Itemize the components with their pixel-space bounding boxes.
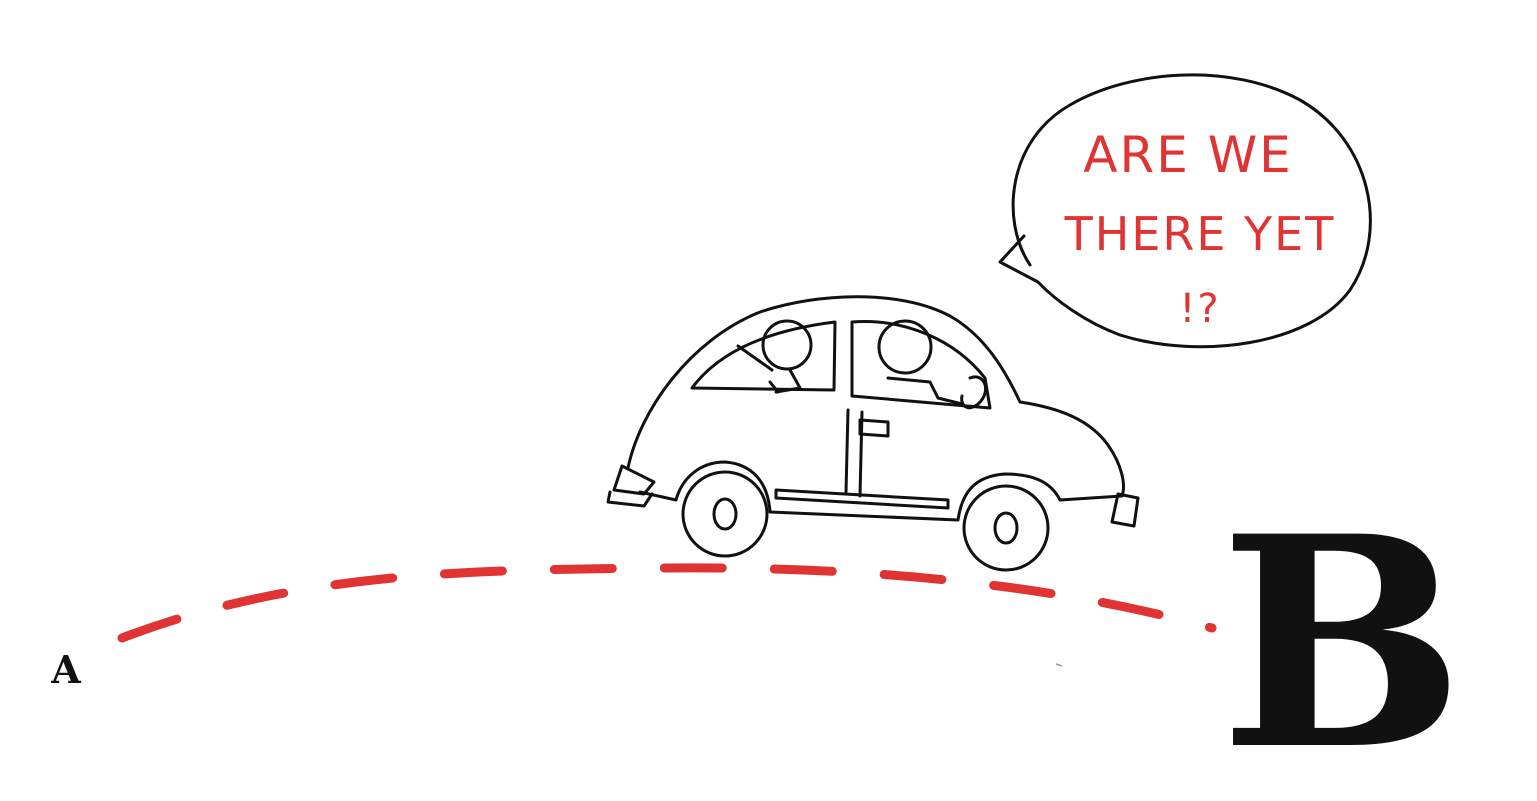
bubble-text-line1: ARE WE	[1083, 126, 1292, 184]
dashed-route-path	[117, 563, 1217, 643]
car-door	[844, 408, 864, 498]
car-rear-window	[690, 320, 837, 392]
car-rear-bumper	[1110, 492, 1140, 528]
car-front-window	[850, 320, 992, 410]
driver-arm	[886, 376, 964, 406]
passenger-arm	[736, 344, 780, 394]
bubble-text-line3: !?	[1179, 286, 1220, 332]
start-label-a: A	[50, 647, 81, 692]
car-front-wheel	[962, 484, 1050, 572]
steering-wheel	[960, 375, 988, 410]
car-door-handle	[858, 418, 890, 438]
car-front-bumper	[612, 464, 656, 496]
speech-bubble-icon: ARE WE THERE YET !?	[998, 73, 1372, 349]
car-rear-wheel	[681, 470, 769, 558]
bubble-text-line2: THERE YET	[1064, 207, 1336, 261]
car-icon	[606, 295, 1140, 572]
end-label-b: B	[1219, 474, 1464, 801]
driver-head	[877, 319, 933, 375]
passenger-head	[761, 319, 813, 371]
car-body	[626, 295, 1125, 522]
car-running-board	[774, 488, 950, 510]
road-speck	[1055, 663, 1063, 667]
